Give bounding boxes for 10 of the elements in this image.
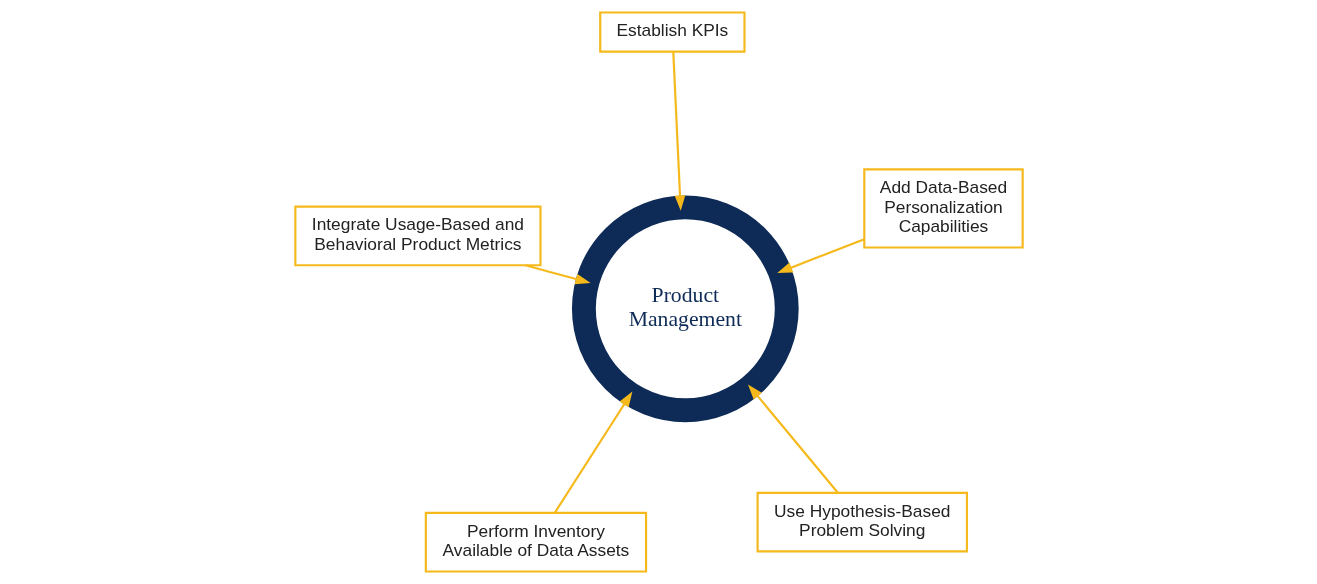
node-box: Use Hypothesis-Based Problem Solving: [756, 491, 968, 553]
arrow: [553, 391, 632, 514]
arrow: [747, 384, 838, 494]
node-box: Integrate Usage-Based and Behavioral Product Metrics: [293, 205, 542, 267]
node-box: Perform Inventory Available of Data Assets: [424, 511, 647, 573]
node-box: Add Data-Based Personalization Capabilities: [862, 168, 1024, 249]
arrow: [524, 264, 591, 285]
arrow: [671, 51, 685, 211]
node-box: Establish KPIs: [598, 11, 746, 53]
arrow: [776, 238, 865, 274]
